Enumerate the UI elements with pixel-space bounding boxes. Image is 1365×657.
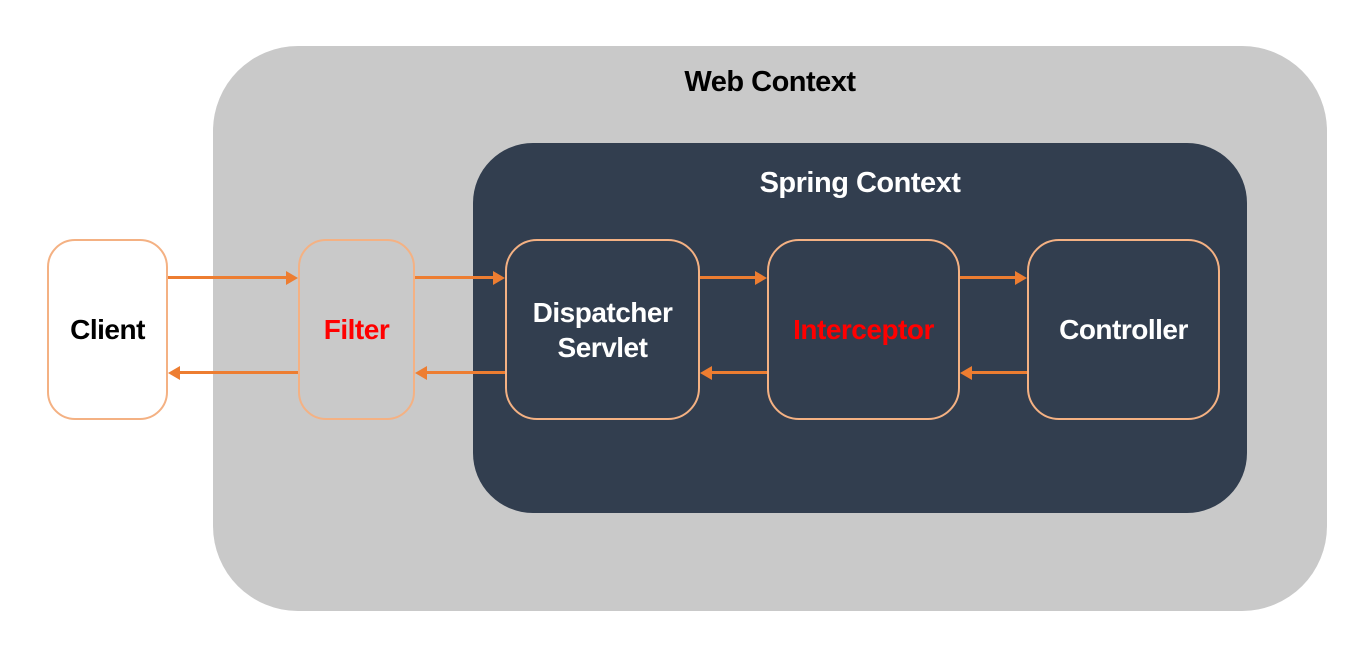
arrowhead-right-icon [755,270,767,285]
arrowhead-left-icon [960,365,972,380]
node-filter: Filter [298,239,415,420]
node-dispatcher-servlet: Dispatcher Servlet [505,239,700,420]
spring-context-container: Spring Context [473,143,1247,513]
arrowhead-left-icon [700,365,712,380]
arrow-filter-to-client [168,365,298,380]
arrowhead-right-icon [493,270,505,285]
arrow-dispatcher-to-filter [415,365,505,380]
arrow-interceptor-to-controller [960,270,1027,285]
spring-context-title: Spring Context [759,167,961,199]
web-context-title: Web Context [684,66,856,98]
arrow-dispatcher-to-interceptor [700,270,767,285]
node-client-label: Client [70,314,145,345]
arrowhead-left-icon [415,365,427,380]
node-controller-label: Controller [1059,314,1188,345]
node-dispatcher-servlet-label: Dispatcher Servlet [532,296,673,363]
node-interceptor-label: Interceptor [793,314,934,345]
arrowhead-left-icon [168,365,180,380]
arrow-controller-to-interceptor [960,365,1027,380]
arrowhead-right-icon [1015,270,1027,285]
arrow-filter-to-dispatcher [415,270,505,285]
node-filter-label: Filter [323,314,390,345]
arrow-client-to-filter [168,270,298,285]
arrowhead-right-icon [286,270,298,285]
arrow-interceptor-to-dispatcher [700,365,767,380]
node-interceptor: Interceptor [767,239,960,420]
node-client: Client [47,239,168,420]
node-controller: Controller [1027,239,1220,420]
